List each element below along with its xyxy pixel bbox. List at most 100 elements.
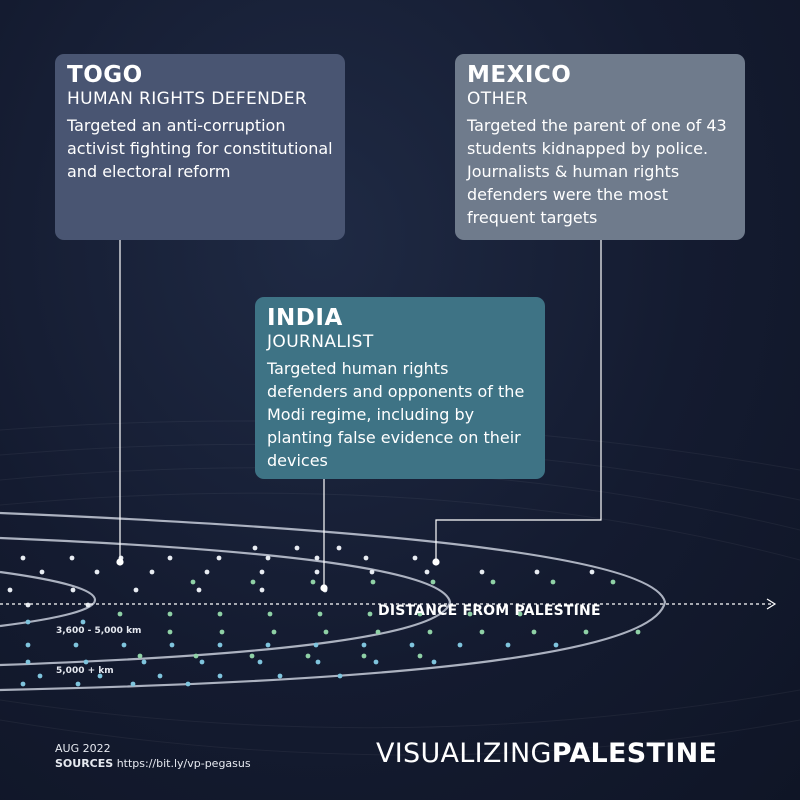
target-dot xyxy=(424,569,430,575)
target-dot xyxy=(196,587,202,593)
target-dot xyxy=(361,642,367,648)
sources-link[interactable]: https://bit.ly/vp-pegasus xyxy=(116,757,251,770)
target-dot xyxy=(313,642,319,648)
target-dot xyxy=(137,653,143,659)
target-dot xyxy=(635,629,641,635)
mexico-description: Targeted the parent of one of 43 student… xyxy=(467,116,727,227)
target-dot xyxy=(70,587,76,593)
target-dot xyxy=(193,653,199,659)
target-dot xyxy=(259,569,265,575)
target-dot xyxy=(117,611,123,617)
target-dot xyxy=(457,642,463,648)
target-dot xyxy=(490,579,496,585)
target-dot xyxy=(417,611,423,617)
target-dot xyxy=(409,642,415,648)
ring-mid xyxy=(0,536,452,667)
connectors xyxy=(119,240,602,587)
target-dot xyxy=(271,629,277,635)
target-dot xyxy=(39,569,45,575)
target-dot xyxy=(69,555,75,561)
target-dot xyxy=(149,569,155,575)
target-dot xyxy=(25,619,31,625)
target-dot xyxy=(85,602,91,608)
footer-sources: SOURCES https://bit.ly/vp-pegasus xyxy=(55,757,251,770)
mexico-connector xyxy=(435,240,602,561)
target-dot xyxy=(431,659,437,665)
target-dot xyxy=(479,629,485,635)
target-dot xyxy=(517,611,523,617)
target-dot xyxy=(277,673,283,679)
target-dot xyxy=(375,629,381,635)
target-dot xyxy=(294,545,300,551)
togo-card: TOGO HUMAN RIGHTS DEFENDER Targeted an a… xyxy=(55,54,345,240)
target-dot xyxy=(217,611,223,617)
distance-axis xyxy=(0,598,777,610)
target-dot xyxy=(265,642,271,648)
target-dot xyxy=(25,602,31,608)
india-country: INDIA xyxy=(267,305,343,331)
target-dot xyxy=(75,681,81,687)
target-dot xyxy=(73,642,79,648)
target-dot xyxy=(7,587,13,593)
target-dot xyxy=(373,659,379,665)
target-dot xyxy=(141,659,147,665)
ring-label-mid: 3,600 - 5,000 km xyxy=(56,626,142,636)
target-dot xyxy=(583,629,589,635)
target-dot xyxy=(534,569,540,575)
footer-date: AUG 2022 xyxy=(55,742,111,755)
target-dot xyxy=(217,673,223,679)
target-dot xyxy=(550,579,556,585)
target-dot xyxy=(363,555,369,561)
target-dot xyxy=(250,579,256,585)
axis-label: DISTANCE FROM PALESTINE xyxy=(378,603,601,619)
india-description: Targeted human rights defenders and oppo… xyxy=(267,359,525,470)
target-dot xyxy=(427,629,433,635)
target-dot xyxy=(83,659,89,665)
target-dot xyxy=(157,673,163,679)
target-dot xyxy=(185,681,191,687)
target-dot xyxy=(589,569,595,575)
togo-role: HUMAN RIGHTS DEFENDER xyxy=(67,89,308,109)
target-dot xyxy=(20,555,26,561)
india-card: INDIA JOURNALIST Targeted human rights d… xyxy=(255,297,545,479)
target-dot xyxy=(467,611,473,617)
target-dot xyxy=(219,629,225,635)
target-dot xyxy=(167,611,173,617)
target-dot xyxy=(314,569,320,575)
target-dot xyxy=(337,673,343,679)
sources-label: SOURCES xyxy=(55,757,114,770)
target-dot xyxy=(314,555,320,561)
axis-arrowhead xyxy=(766,598,777,610)
target-dot xyxy=(252,545,258,551)
mexico-country: MEXICO xyxy=(467,62,572,88)
target-dot xyxy=(370,579,376,585)
target-dot xyxy=(204,569,210,575)
target-dot xyxy=(216,555,222,561)
target-dot xyxy=(94,569,100,575)
togo-country: TOGO xyxy=(67,62,143,88)
target-dot xyxy=(25,659,31,665)
target-dot xyxy=(257,659,263,665)
target-dot xyxy=(169,642,175,648)
target-dot xyxy=(20,681,26,687)
target-dot xyxy=(323,629,329,635)
target-dot xyxy=(199,659,205,665)
target-dot xyxy=(190,579,196,585)
india-endpoint xyxy=(320,584,328,592)
brand-logo: VISUALIZINGPALESTINE xyxy=(376,738,717,769)
mexico-endpoint xyxy=(432,558,440,566)
target-dot xyxy=(315,659,321,665)
mexico-card: MEXICO OTHER Targeted the parent of one … xyxy=(455,54,745,240)
target-dot xyxy=(369,569,375,575)
target-dot xyxy=(249,653,255,659)
target-dot xyxy=(267,611,273,617)
target-dot xyxy=(361,653,367,659)
target-dot xyxy=(317,611,323,617)
target-dot xyxy=(430,579,436,585)
target-dot xyxy=(217,642,223,648)
target-dot xyxy=(336,545,342,551)
target-dot xyxy=(259,587,265,593)
target-dot xyxy=(133,587,139,593)
target-dot xyxy=(265,555,271,561)
brand-light: VISUALIZING xyxy=(376,738,552,769)
